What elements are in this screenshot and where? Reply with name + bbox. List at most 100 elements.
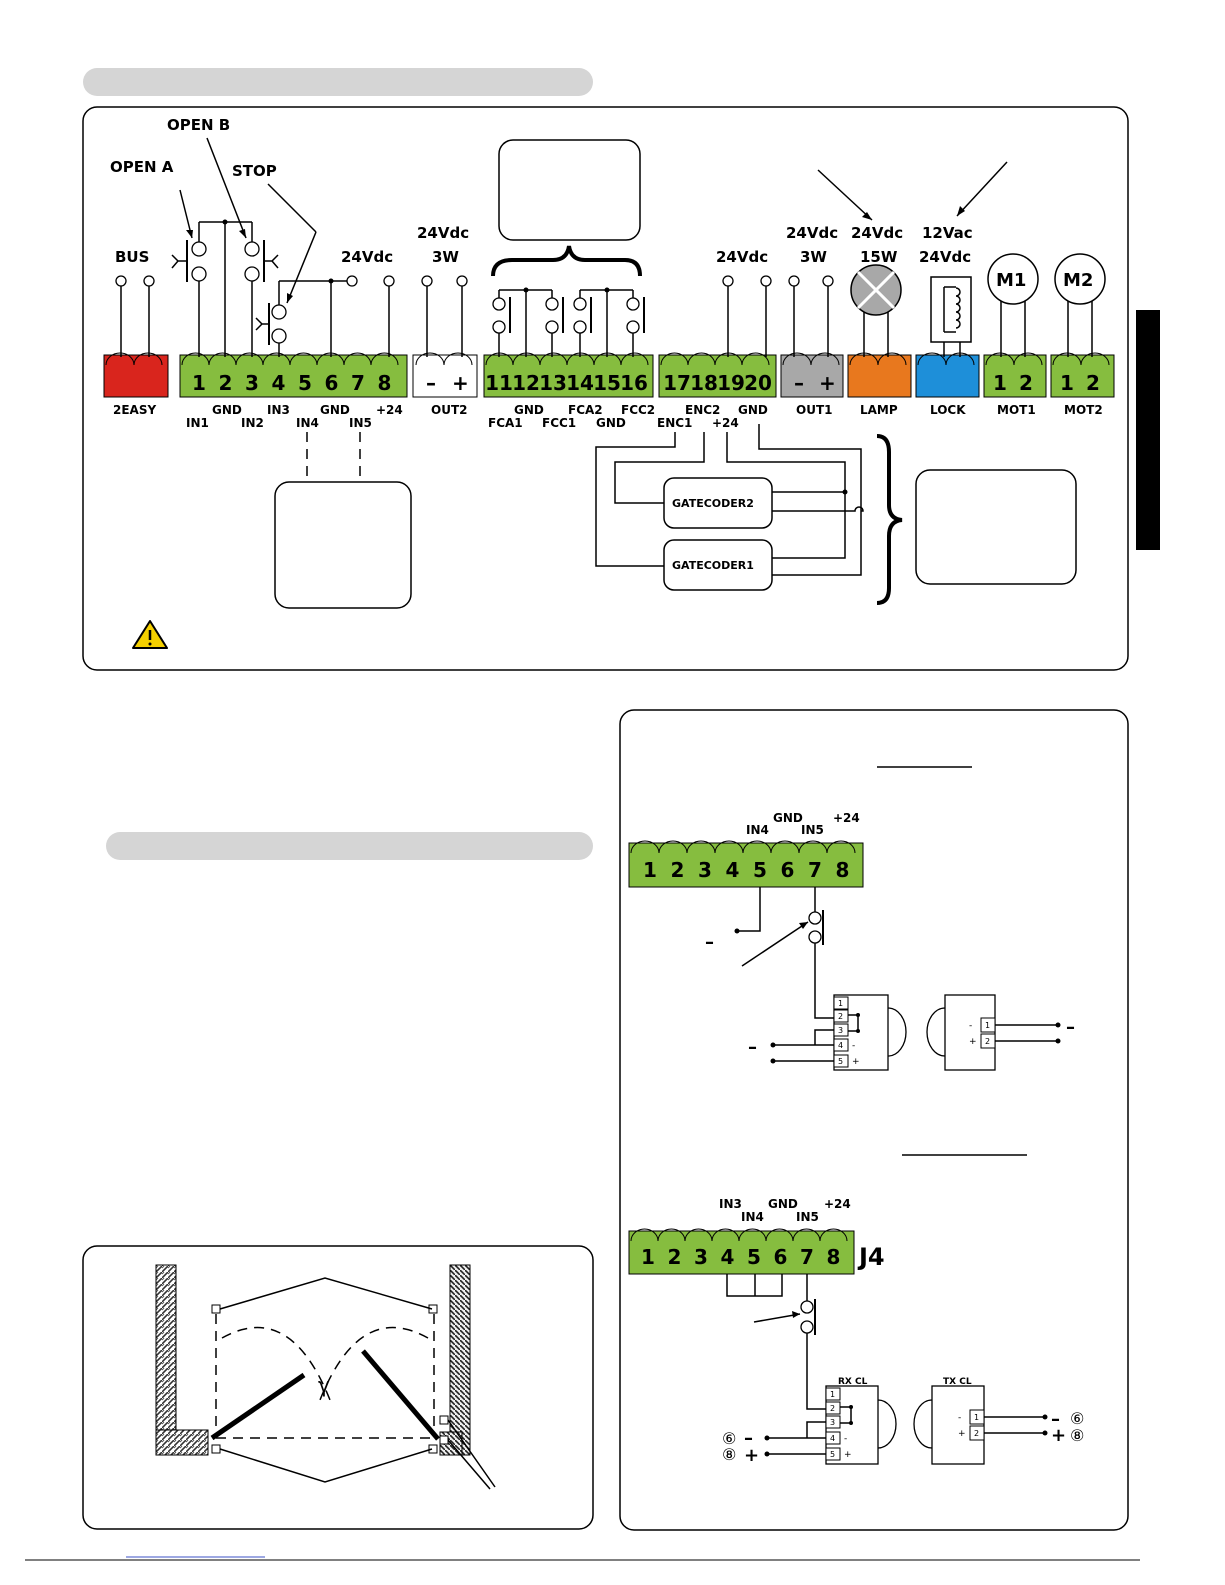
label-fca2: FCA2	[568, 403, 603, 417]
label-lamp-voltage: 24Vdc	[851, 224, 903, 242]
terminal-block-out1: – + OUT1	[780, 352, 844, 417]
label-lock-vac: 12Vac	[922, 224, 973, 242]
label-bus: BUS	[115, 248, 149, 266]
d2-terminal-8: 8	[827, 1245, 841, 1269]
limit-terminal-14: 14	[566, 371, 594, 395]
section-header-bar-middle	[106, 832, 593, 860]
label-gatecoder1: GATECODER1	[672, 559, 754, 572]
d2-label-in4: IN4	[741, 1210, 764, 1224]
lock-symbol	[930, 161, 1008, 357]
terminal-block-mot1: 1 2 MOT1	[983, 352, 1047, 417]
d1-rx-pin-5: 5	[838, 1057, 843, 1066]
label-fca1: FCA1	[488, 416, 523, 430]
d2-terminal-5: 5	[747, 1245, 761, 1269]
section-header-bar-top	[83, 68, 593, 96]
mot1-num-2: 2	[1019, 371, 1033, 395]
limit-terminal-15: 15	[593, 371, 621, 395]
mot1-num-1: 1	[993, 371, 1007, 395]
input-terminal-8: 8	[378, 371, 392, 395]
d1-label-in4: IN4	[746, 823, 769, 837]
input-switches	[171, 137, 395, 357]
top-voltage-labels: BUS 24Vdc 24Vdc 3W 24Vdc 24Vdc 3W 24Vdc …	[110, 116, 973, 266]
warning-icon	[132, 620, 168, 649]
label-p24-b: +24	[712, 416, 739, 430]
label-out1-power: 3W	[800, 248, 827, 266]
out1-minus: –	[794, 371, 804, 395]
d2-connector-j4: J4	[857, 1243, 885, 1271]
d2-rx-pin-4: 4	[830, 1434, 835, 1443]
label-out1: OUT1	[796, 403, 832, 417]
d1-terminal-7: 7	[808, 858, 822, 882]
terminal-block-lamp: LAMP	[847, 352, 912, 417]
d2-label-in3: IN3	[719, 1197, 742, 1211]
out2-minus: –	[426, 371, 436, 395]
label-m1: M1	[996, 270, 1026, 291]
label-enc-24vdc: 24Vdc	[716, 248, 768, 266]
d2-tx-title: TX CL	[943, 1377, 972, 1387]
d1-minus-c: –	[1066, 1017, 1075, 1038]
d2-tx-sign-1: -	[958, 1413, 961, 1423]
terminal-block-lock: LOCK	[915, 352, 980, 417]
label-out2: OUT2	[431, 403, 467, 417]
label-fcc2: FCC2	[621, 403, 655, 417]
d2-minus-right: –	[1051, 1409, 1060, 1430]
limit-switches	[491, 139, 645, 357]
label-gnd-e: GND	[738, 403, 768, 417]
label-in3: IN3	[267, 403, 290, 417]
label-stop: STOP	[232, 162, 277, 180]
gatecoder-wiring: GATECODER2 GATECODER1	[595, 424, 1077, 605]
label-m2: M2	[1063, 270, 1093, 291]
limit-terminal-13: 13	[539, 371, 567, 395]
mot2-num-1: 1	[1060, 371, 1074, 395]
label-open-b: OPEN B	[167, 116, 230, 134]
d2-rx-title: RX CL	[838, 1377, 868, 1387]
d2-label-in5: IN5	[796, 1210, 819, 1224]
label-gatecoder2: GATECODER2	[672, 497, 754, 510]
d2-tx-pin-1: 1	[974, 1413, 979, 1422]
input-terminal-5: 5	[298, 371, 312, 395]
d2-rx-pin-3: 3	[830, 1418, 835, 1427]
label-lamp: LAMP	[860, 403, 898, 417]
terminal-block-limits	[483, 352, 654, 398]
label-out2-voltage: 24Vdc	[417, 224, 469, 242]
d2-label-gnd: GND	[768, 1197, 798, 1211]
d1-terminal-6: 6	[781, 858, 795, 882]
terminal-labels-top: GND IN1 IN2 IN3 IN4 GND IN5 +24 GND FCA1…	[186, 403, 768, 430]
gate-diagram: γ	[155, 1264, 496, 1490]
d2-rx-sign-5: +	[844, 1450, 852, 1460]
d1-minus-b: –	[748, 1037, 757, 1058]
d2-rx-pin-5: 5	[830, 1450, 835, 1459]
label-p24-a: +24	[376, 403, 403, 417]
d2-rx-pin-2: 2	[830, 1404, 835, 1413]
d1-terminal-2: 2	[671, 858, 685, 882]
terminal-block-out2: – + OUT2	[412, 352, 478, 417]
input-terminal-2: 2	[219, 371, 233, 395]
d1-terminal-3: 3	[698, 858, 712, 882]
d2-ref-8-left: ⑧	[722, 1445, 736, 1464]
motor-m1: M1	[987, 253, 1039, 357]
d1-rx-sign-5: +	[852, 1057, 860, 1067]
terminal-block-inputs	[179, 352, 408, 398]
d2-tx-pin-2: 2	[974, 1429, 979, 1438]
bus-wires	[115, 275, 155, 357]
label-gnd-b: GND	[320, 403, 350, 417]
label-out2-power: 3W	[432, 248, 459, 266]
label-lock: LOCK	[930, 403, 966, 417]
d2-terminal-1: 1	[641, 1245, 655, 1269]
d1-terminal-1: 1	[643, 858, 657, 882]
label-gnd-a: GND	[212, 403, 242, 417]
limit-terminal-11: 11	[485, 371, 513, 395]
d2-ref-6-right: ⑥	[1070, 1409, 1084, 1428]
d1-terminal-5: 5	[753, 858, 767, 882]
d1-label-p24: +24	[833, 811, 860, 825]
main-wiring-panel	[82, 106, 1129, 671]
terminal-block-2easy: 2EASY	[103, 352, 169, 417]
d1-label-gnd: GND	[773, 811, 803, 825]
d1-terminal-8: 8	[836, 858, 850, 882]
limit-terminal-16: 16	[620, 371, 648, 395]
d1-tx-sign-2: +	[969, 1037, 977, 1047]
